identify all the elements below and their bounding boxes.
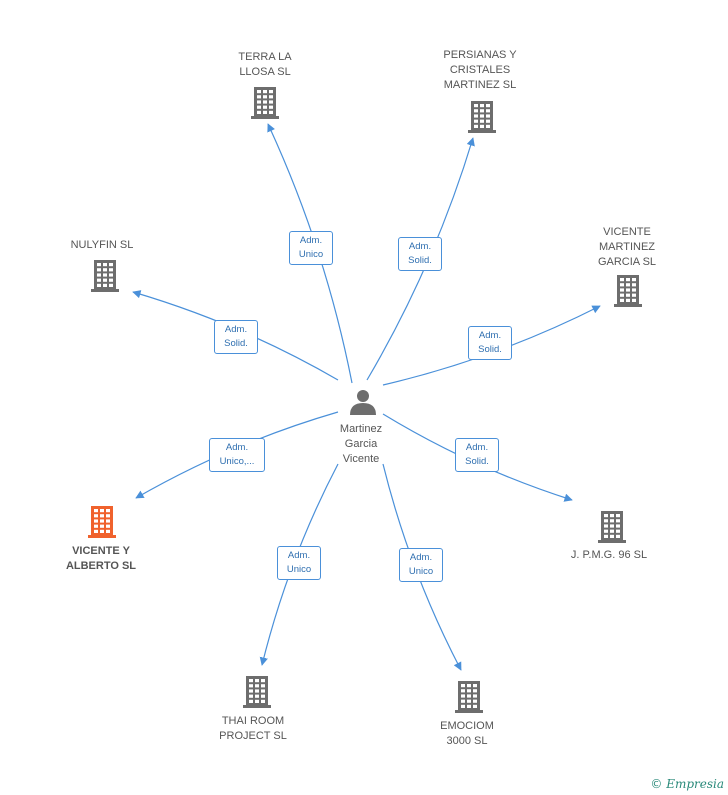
building-icon[interactable] <box>88 506 116 538</box>
building-icon[interactable] <box>468 101 496 133</box>
company-label-vicente-alberto[interactable]: VICENTE Y ALBERTO SL <box>65 545 137 572</box>
building-icon[interactable] <box>251 87 279 119</box>
building-icon[interactable] <box>91 260 119 292</box>
company-label-vicente-mg[interactable]: VICENTE MARTINEZ GARCIA SL <box>597 226 657 268</box>
role-badge-thairoom: Adm. Unico <box>277 546 321 580</box>
person-icon[interactable] <box>350 390 376 415</box>
building-icon[interactable] <box>243 676 271 708</box>
building-icon[interactable] <box>455 681 483 713</box>
company-label-jpmg[interactable]: J. P.M.G. 96 SL <box>570 549 648 561</box>
role-badge-terra: Adm. Unico <box>289 231 333 265</box>
role-badge-jpmg: Adm. Solid. <box>455 438 499 472</box>
company-label-thairoom[interactable]: THAI ROOM PROJECT SL <box>219 715 287 742</box>
company-label-nulyfin[interactable]: NULYFIN SL <box>70 239 134 251</box>
copyright-footer: © Empresia <box>650 777 724 791</box>
role-badge-persianas: Adm. Solid. <box>398 237 442 271</box>
role-badge-emociom: Adm. Unico <box>399 548 443 582</box>
role-badge-vicente-alberto: Adm. Unico,... <box>209 438 265 472</box>
building-icon[interactable] <box>598 511 626 543</box>
copyright-icon: © <box>650 777 663 791</box>
company-label-terra[interactable]: TERRA LA LLOSA SL <box>238 51 292 78</box>
brand-name: Empresia <box>666 777 724 791</box>
role-badge-nulyfin: Adm. Solid. <box>214 320 258 354</box>
person-name-label[interactable]: Martinez Garcia Vicente <box>339 423 383 465</box>
company-label-emociom[interactable]: EMOCIOM 3000 SL <box>440 720 494 747</box>
role-badge-vicente-mg: Adm. Solid. <box>468 326 512 360</box>
building-icon[interactable] <box>614 275 642 307</box>
company-label-persianas[interactable]: PERSIANAS Y CRISTALES MARTINEZ SL <box>443 49 517 91</box>
